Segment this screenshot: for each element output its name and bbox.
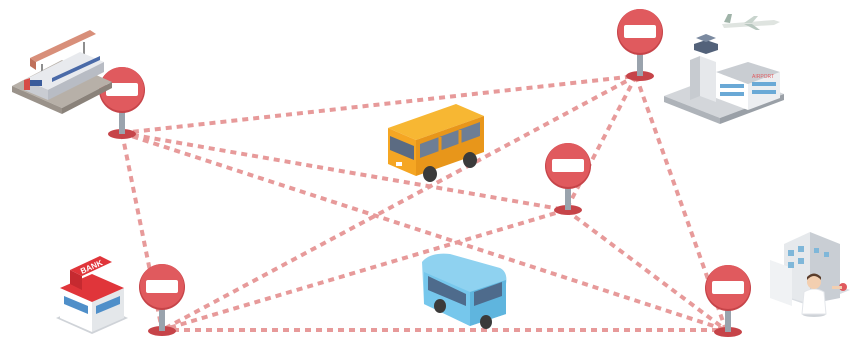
no-entry-sign-icon <box>545 143 591 215</box>
airplane-icon <box>722 14 780 30</box>
route-airport-center <box>566 76 636 210</box>
airport-sign: AIRPORT <box>752 74 774 80</box>
airport-icon: AIRPORT <box>664 34 784 124</box>
blue-bus-icon <box>422 254 506 329</box>
route-train-center <box>122 133 566 210</box>
route-airport-bank <box>162 76 636 330</box>
orange-bus-icon <box>388 104 484 182</box>
no-entry-sign-icon <box>617 9 663 81</box>
train-station-icon <box>12 30 112 114</box>
route-center-hospital <box>566 210 726 330</box>
bank-icon: BANK <box>56 256 128 334</box>
no-entry-sign-icon <box>139 264 185 336</box>
route-train-airport <box>122 76 636 133</box>
no-entry-sign-icon <box>99 67 145 139</box>
